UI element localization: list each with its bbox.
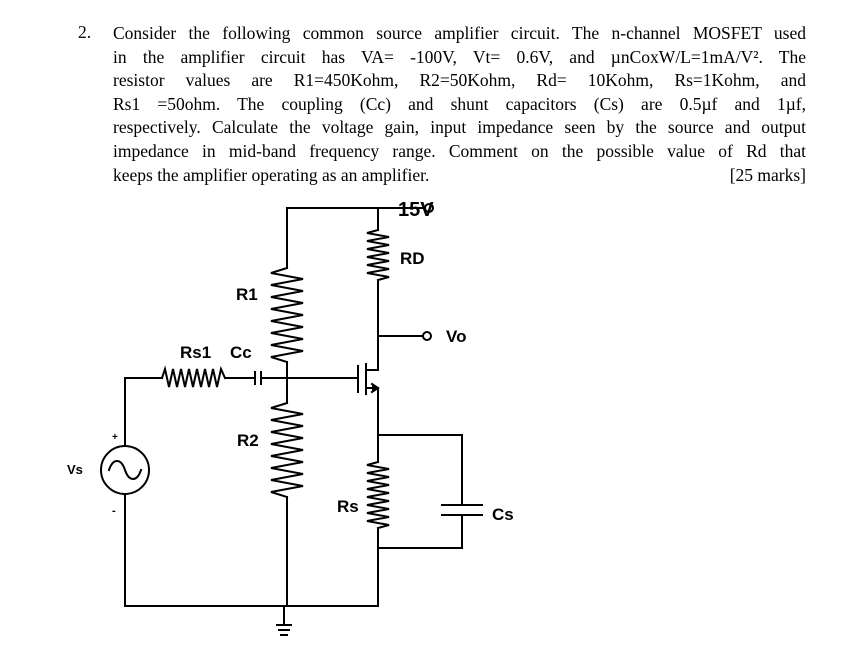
rs-label: Rs (337, 497, 359, 516)
mosfet-drain (365, 359, 379, 371)
r1-resistor (270, 266, 304, 364)
question-text: Consider the following common source amp… (113, 22, 806, 187)
cc-label: Cc (230, 343, 252, 362)
question-line: impedance in mid-band frequency range. C… (113, 140, 806, 161)
vo-terminal (422, 331, 432, 341)
marks-label: [25 marks] (729, 164, 806, 185)
supply-label: 15V (398, 199, 434, 221)
supply-terminal (424, 203, 434, 213)
cs-label: Cs (492, 505, 514, 524)
rs-cs-bottom (377, 514, 463, 549)
question-number: 2. (78, 22, 92, 42)
vs-sine-icon (107, 460, 143, 480)
rs-resistor (366, 460, 390, 530)
question-line: in the amplifier circuit has VA= -100V, … (113, 46, 806, 67)
question-line: respectively. Calculate the voltage gain… (113, 117, 806, 138)
vs-plus-label: + (112, 432, 118, 443)
r2-label: R2 (237, 431, 259, 450)
question-line: keeps the amplifier operating as an ampl… (113, 164, 430, 185)
vs-minus-label: - (112, 505, 116, 517)
r2-resistor (270, 401, 304, 499)
vs-label: Vs (67, 462, 83, 477)
source-to-cs (377, 434, 463, 506)
rd-resistor (366, 228, 390, 282)
vo-label: Vo (446, 327, 466, 346)
r1-label: R1 (236, 285, 258, 304)
question-line: Consider the following common source amp… (113, 23, 806, 43)
rs1-resistor (160, 365, 227, 388)
rd-label: RD (400, 249, 425, 268)
mosfet-arrow (370, 382, 380, 394)
question-line: resistor values are R1=450Kohm, R2=50Koh… (113, 70, 806, 91)
question-line: Rs1 =50ohm. The coupling (Cc) and shunt … (113, 93, 806, 114)
rs1-label: Rs1 (180, 343, 211, 362)
